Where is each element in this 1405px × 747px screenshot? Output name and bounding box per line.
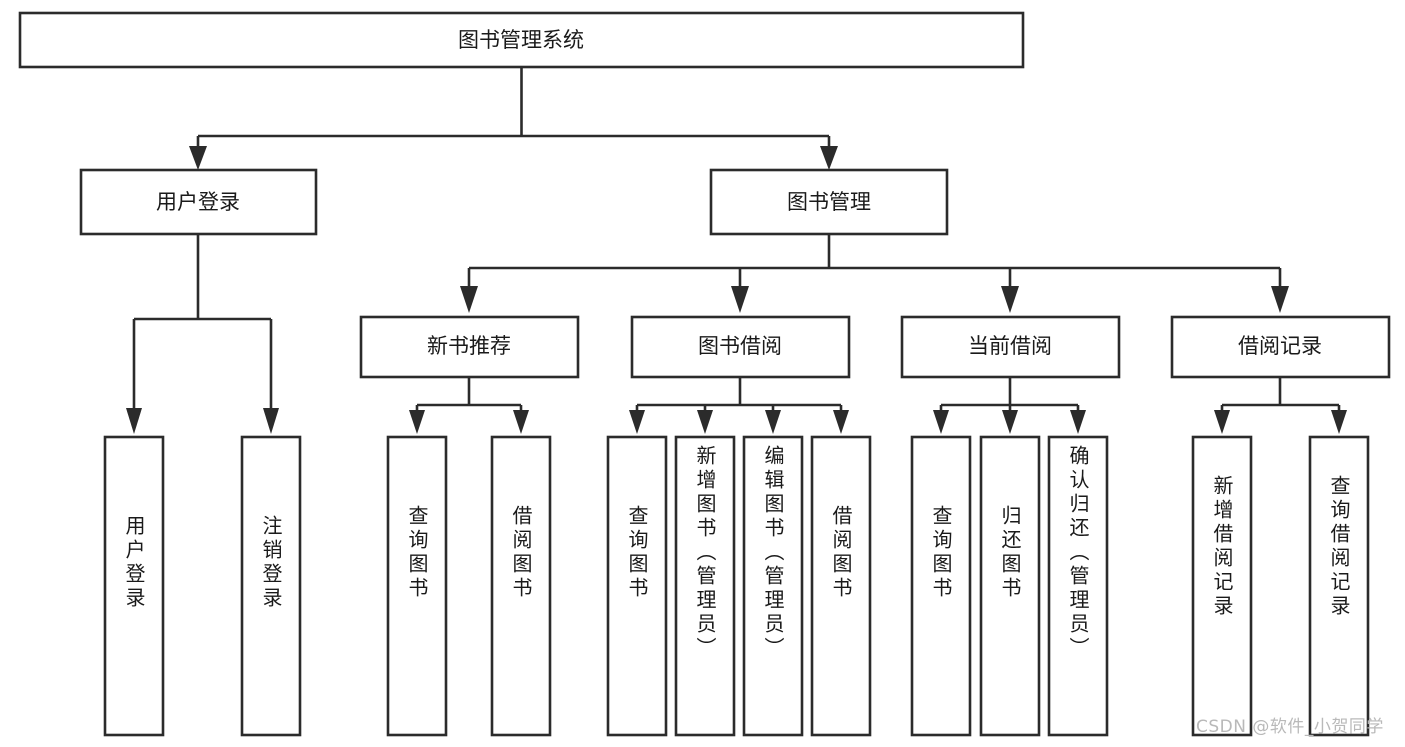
node-book-borrow-label: 图书借阅 [698, 334, 782, 358]
node-root-label: 图书管理系统 [458, 28, 584, 52]
node-book-management-box[interactable] [709, 168, 949, 236]
node-new-book-recommend-label: 新书推荐 [427, 334, 511, 358]
node-book-management[interactable]: 图书管理 [709, 168, 949, 236]
node-borrow-record-box[interactable] [1170, 315, 1391, 379]
node-user-login[interactable]: 用户登录 [79, 168, 318, 236]
leaf-box-4[interactable] [490, 435, 552, 737]
leaf-box-3[interactable] [386, 435, 448, 737]
arrow-head-to-user-login [189, 146, 207, 170]
arrow-head-to-book-manage [820, 146, 838, 170]
leaf-box-8[interactable] [810, 435, 872, 737]
arrow-head-leaf-13 [1331, 410, 1347, 434]
node-user-login-label: 用户登录 [156, 190, 240, 214]
node-book-management-label: 图书管理 [787, 190, 871, 214]
leaf-box-12[interactable] [1191, 435, 1253, 737]
node-current-borrow-box[interactable] [900, 315, 1121, 379]
node-current-borrow-label: 当前借阅 [968, 334, 1052, 358]
node-user-login-box[interactable] [79, 168, 318, 236]
arrow-head-leaf-6 [697, 410, 713, 434]
arrow-head-to-new-book [460, 286, 478, 313]
arrow-head-leaf-7 [765, 410, 781, 434]
arrow-head-leaf-4 [513, 410, 529, 434]
arrow-head-leaf-11 [1070, 410, 1086, 434]
leaf-box-2[interactable] [240, 435, 302, 737]
node-book-borrow-box[interactable] [630, 315, 851, 379]
leaf-box-5[interactable] [606, 435, 668, 737]
leaf-box-11[interactable] [1047, 435, 1109, 737]
arrow-head-leaf-8 [833, 410, 849, 434]
arrow-head-leaf-2 [263, 408, 279, 434]
arrow-head-leaf-12 [1214, 410, 1230, 434]
arrow-head-leaf-10 [1002, 410, 1018, 434]
arrow-head-leaf-9 [933, 410, 949, 434]
arrow-head-leaf-3 [409, 410, 425, 434]
node-new-book-recommend-box[interactable] [359, 315, 580, 379]
leaf-box-10[interactable] [979, 435, 1041, 737]
node-borrow-record[interactable]: 借阅记录 [1170, 315, 1391, 379]
node-new-book-recommend[interactable]: 新书推荐 [359, 315, 580, 379]
node-current-borrow[interactable]: 当前借阅 [900, 315, 1121, 379]
node-root-box[interactable] [18, 11, 1025, 69]
leaf-box-9[interactable] [910, 435, 972, 737]
arrow-head-to-borrow [731, 286, 749, 313]
arrow-head-leaf-5 [629, 410, 645, 434]
node-root[interactable]: 图书管理系统 [18, 11, 1025, 69]
arrow-head-to-current [1001, 286, 1019, 313]
arrow-head-leaf-1 [126, 408, 142, 434]
leaf-box-6[interactable] [674, 435, 736, 737]
leaf-box-13[interactable] [1308, 435, 1370, 737]
node-borrow-record-label: 借阅记录 [1238, 334, 1322, 358]
arrow-head-to-record [1271, 286, 1289, 313]
node-book-borrow[interactable]: 图书借阅 [630, 315, 851, 379]
leaf-box-layer [103, 435, 1370, 737]
leaf-box-7[interactable] [742, 435, 804, 737]
connector-layer [126, 67, 1347, 434]
leaf-box-1[interactable] [103, 435, 165, 737]
csdn-watermark: CSDN @软件_小贺同学 [1196, 717, 1384, 737]
